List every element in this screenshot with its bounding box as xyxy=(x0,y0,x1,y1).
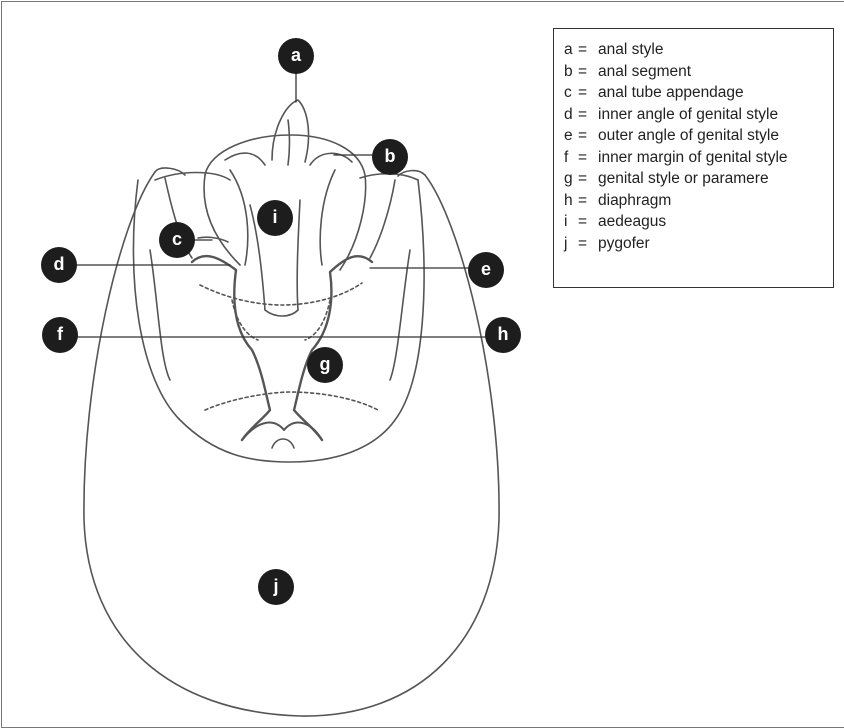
label-marker-c: c xyxy=(159,222,195,258)
label-marker-b: b xyxy=(372,139,408,175)
legend-label: anal style xyxy=(598,39,663,61)
legend-key: d xyxy=(564,104,578,126)
label-marker-i: i xyxy=(257,200,293,236)
label-marker-f: f xyxy=(42,317,78,353)
label-marker-a: a xyxy=(278,38,314,74)
lateral-lobe-left xyxy=(150,250,170,380)
legend-equals: = xyxy=(578,82,598,104)
legend-item: b=anal segment xyxy=(564,61,833,83)
lateral-lobe-right xyxy=(390,250,410,380)
genital-style-left xyxy=(192,256,270,440)
legend-equals: = xyxy=(578,39,598,61)
legend-label: diaphragm xyxy=(598,190,671,212)
legend-key: e xyxy=(564,125,578,147)
label-marker-d: d xyxy=(41,247,77,283)
legend-item: j=pygofer xyxy=(564,233,833,255)
legend-item: a=anal style xyxy=(564,39,833,61)
legend-key: i xyxy=(564,211,578,233)
legend-equals: = xyxy=(578,211,598,233)
legend-equals: = xyxy=(578,104,598,126)
legend-item: f=inner margin of genital style xyxy=(564,147,833,169)
legend-label: anal tube appendage xyxy=(598,82,744,104)
legend-box: a=anal style b=anal segment c=anal tube … xyxy=(553,28,834,288)
legend-key: b xyxy=(564,61,578,83)
legend-item: e=outer angle of genital style xyxy=(564,125,833,147)
legend-item: h=diaphragm xyxy=(564,190,833,212)
legend-key: g xyxy=(564,168,578,190)
legend-equals: = xyxy=(578,125,598,147)
legend-key: j xyxy=(564,233,578,255)
legend-label: genital style or paramere xyxy=(598,168,769,190)
legend-label: aedeagus xyxy=(598,211,666,233)
label-marker-j: j xyxy=(258,569,294,605)
legend-item: g=genital style or paramere xyxy=(564,168,833,190)
anal-style xyxy=(272,100,309,162)
legend-item: d=inner angle of genital style xyxy=(564,104,833,126)
legend-equals: = xyxy=(578,233,598,255)
legend-key: c xyxy=(564,82,578,104)
legend-label: outer angle of genital style xyxy=(598,125,779,147)
legend-key: f xyxy=(564,147,578,169)
legend-label: anal segment xyxy=(598,61,691,83)
legend-label: pygofer xyxy=(598,233,650,255)
legend-key: a xyxy=(564,39,578,61)
label-marker-g: g xyxy=(307,347,343,383)
legend-item: i=aedeagus xyxy=(564,211,833,233)
capsule-rim-left xyxy=(155,173,230,181)
legend-label: inner margin of genital style xyxy=(598,147,788,169)
legend-item: c=anal tube appendage xyxy=(564,82,833,104)
diaphragm-dashed xyxy=(200,283,362,305)
label-marker-h: h xyxy=(485,317,521,353)
legend-equals: = xyxy=(578,61,598,83)
label-marker-e: e xyxy=(468,252,504,288)
legend-equals: = xyxy=(578,168,598,190)
legend-label: inner angle of genital style xyxy=(598,104,778,126)
legend-key: h xyxy=(564,190,578,212)
legend-equals: = xyxy=(578,190,598,212)
legend-equals: = xyxy=(578,147,598,169)
